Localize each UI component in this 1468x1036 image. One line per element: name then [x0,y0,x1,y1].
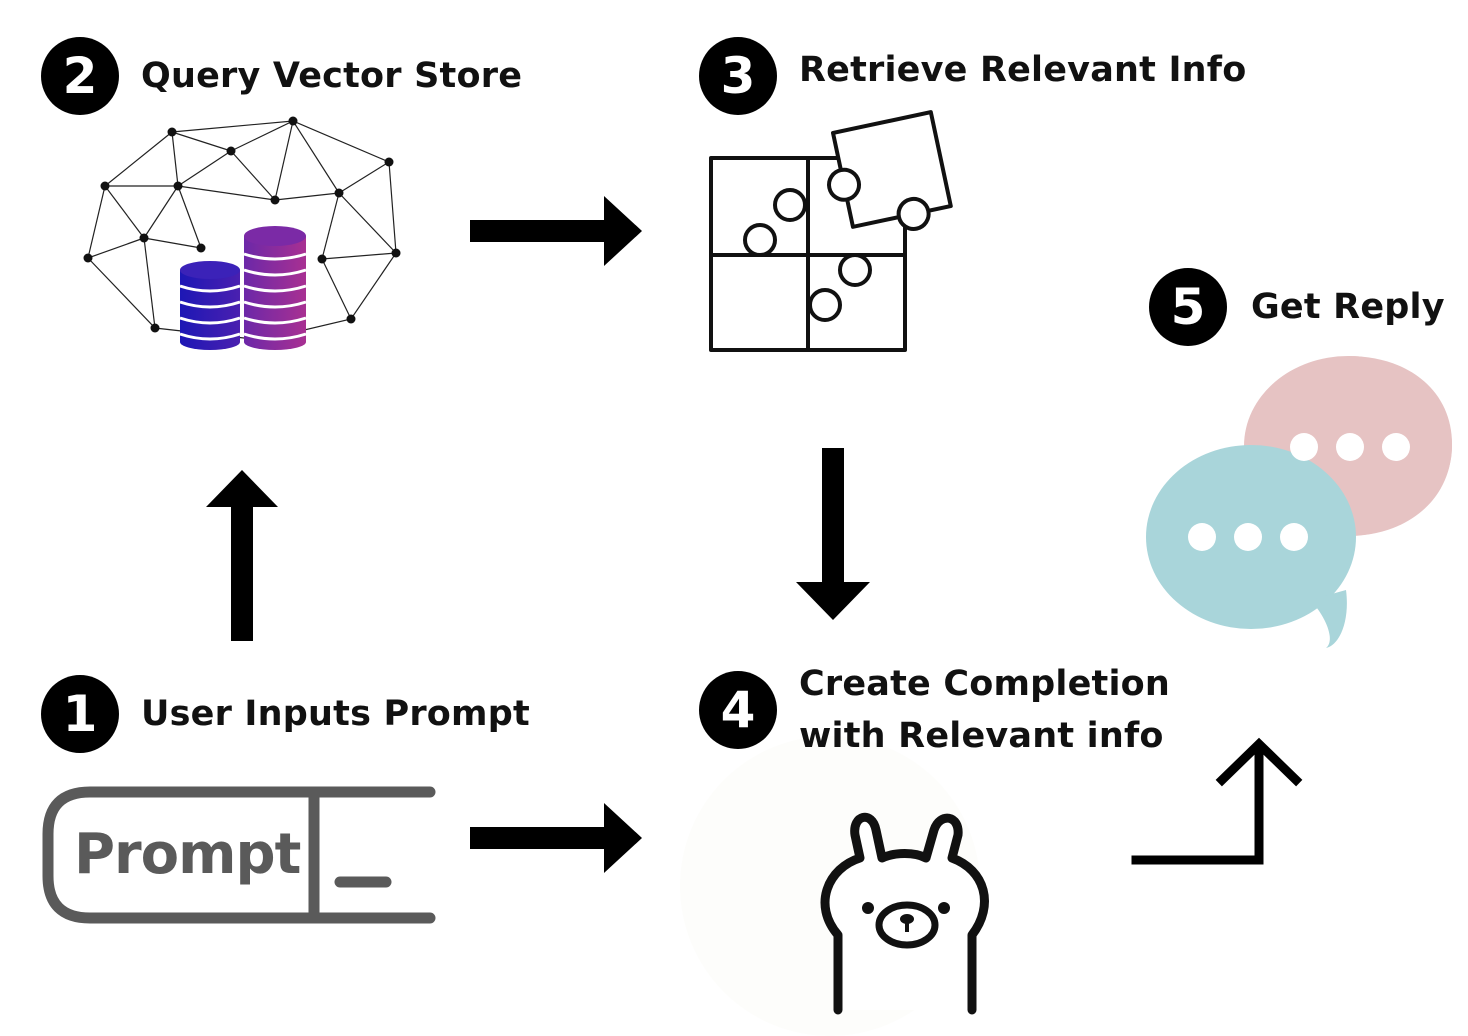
step-1: 1 User Inputs Prompt [41,675,530,753]
step-label: Create Completion with Relevant info [799,658,1170,762]
step-3: 3 Retrieve Relevant Info [699,37,1246,115]
step-number-badge: 4 [699,671,777,749]
arrow-right-2-to-3 [470,196,642,266]
step-number-badge: 1 [41,675,119,753]
step-label: Get Reply [1251,287,1445,327]
arrow-turn-4-to-5 [1131,737,1303,865]
step-2: 2 Query Vector Store [41,37,522,115]
arrow-up-1-to-2 [206,470,278,641]
step-number-badge: 5 [1149,268,1227,346]
vector-database-network-icon [83,116,401,350]
step-label: Retrieve Relevant Info [799,50,1247,90]
arrow-down-3-to-4 [796,448,870,620]
step-label-line-2: with Relevant info [799,716,1164,756]
step-4: 4 Create Completion with Relevant info [699,658,1170,762]
step-5: 5 Get Reply [1149,268,1445,346]
puzzle-pieces-icon [709,110,953,352]
step-label: Query Vector Store [141,56,523,96]
chat-bubbles-icon [1146,356,1452,648]
step-label: User Inputs Prompt [141,694,530,734]
step-number-badge: 3 [699,37,777,115]
step-label-line-1: Create Completion [799,664,1171,704]
arrow-right-1-to-4 [470,803,642,873]
llama-icon [680,736,989,1036]
prompt-input-icon [42,786,436,924]
prompt-box-text: Prompt [74,822,301,887]
step-number-badge: 2 [41,37,119,115]
